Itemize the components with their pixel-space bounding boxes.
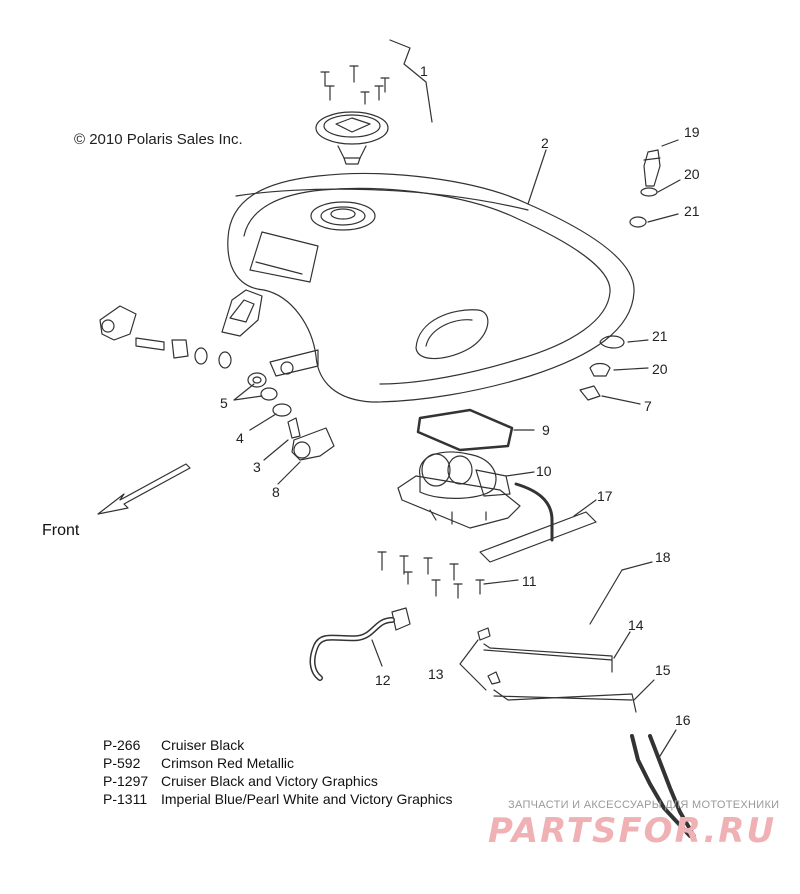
vent-hose-part bbox=[313, 608, 410, 678]
legend-row: P-266 Cruiser Black bbox=[103, 736, 453, 754]
fuel-tank-part bbox=[222, 174, 634, 402]
callout-17-leader bbox=[574, 500, 596, 516]
callout-18: 18 bbox=[655, 549, 671, 565]
legend-code: P-266 bbox=[103, 737, 141, 753]
callout-7: 7 bbox=[644, 398, 652, 414]
callout-8: 8 bbox=[272, 484, 280, 500]
fuel-lines-part bbox=[460, 628, 654, 712]
legend-row: P-592 Crimson Red Metallic bbox=[103, 754, 453, 772]
callout-20-lower: 20 bbox=[652, 361, 668, 377]
legend-row: P-1297 Cruiser Black and Victory Graphics bbox=[103, 772, 453, 790]
callout-1-leader bbox=[390, 40, 432, 122]
copyright-notice: © 2010 Polaris Sales Inc. bbox=[74, 131, 243, 148]
legend-row: P-1311 Imperial Blue/Pearl White and Vict… bbox=[103, 790, 453, 808]
paint-code-legend: P-266 Cruiser Black P-592 Crimson Red Meta… bbox=[103, 736, 453, 808]
front-mount-hardware bbox=[100, 306, 334, 484]
callout-21-lower: 21 bbox=[652, 328, 668, 344]
callout-21: 21 bbox=[684, 203, 700, 219]
legend-name: Crimson Red Metallic bbox=[161, 755, 295, 771]
pump-screws-part bbox=[378, 552, 518, 598]
callout-13: 13 bbox=[428, 666, 444, 682]
drain-hose-part bbox=[632, 730, 694, 836]
callout-14: 14 bbox=[628, 617, 644, 633]
legend-code: P-1297 bbox=[103, 773, 149, 789]
gasket-part bbox=[418, 410, 512, 450]
callout-12: 12 bbox=[375, 672, 391, 688]
callout-16: 16 bbox=[675, 712, 691, 728]
callout-11: 11 bbox=[522, 573, 537, 589]
legend-name: Cruiser Black bbox=[161, 737, 245, 753]
callout-19: 19 bbox=[684, 124, 700, 140]
callout-20: 20 bbox=[684, 166, 700, 182]
callout-10: 10 bbox=[536, 463, 552, 479]
legend-name: Imperial Blue/Pearl White and Victory Gr… bbox=[161, 791, 453, 807]
watermark-tagline: ЗАПЧАСТИ И АКСЕССУАРЫ ДЛЯ МОТОТЕХНИКИ bbox=[508, 799, 780, 811]
rear-mount-hardware bbox=[580, 140, 680, 404]
callout-18-leader bbox=[622, 562, 652, 570]
callout-9: 9 bbox=[542, 422, 550, 438]
pump-strap-part bbox=[480, 512, 596, 562]
front-direction-label: Front bbox=[42, 522, 80, 539]
callout-17: 17 bbox=[597, 488, 613, 504]
callout-5: 5 bbox=[220, 395, 228, 411]
front-arrow-icon bbox=[98, 464, 190, 514]
watermark-logo: PARTSFOR.RU bbox=[488, 811, 777, 851]
legend-code: P-592 bbox=[103, 755, 141, 771]
legend-code: P-1311 bbox=[103, 791, 148, 807]
callout-2: 2 bbox=[541, 135, 549, 151]
callout-1: 1 bbox=[420, 63, 428, 79]
fuel-cap-part bbox=[316, 66, 389, 164]
callout-15: 15 bbox=[655, 662, 671, 678]
legend-name: Cruiser Black and Victory Graphics bbox=[161, 773, 378, 789]
fuel-pump-part bbox=[398, 452, 552, 540]
callout-3: 3 bbox=[253, 459, 261, 475]
rod-part bbox=[590, 570, 622, 624]
callout-4: 4 bbox=[236, 430, 244, 446]
callout-2-leader bbox=[528, 150, 546, 204]
